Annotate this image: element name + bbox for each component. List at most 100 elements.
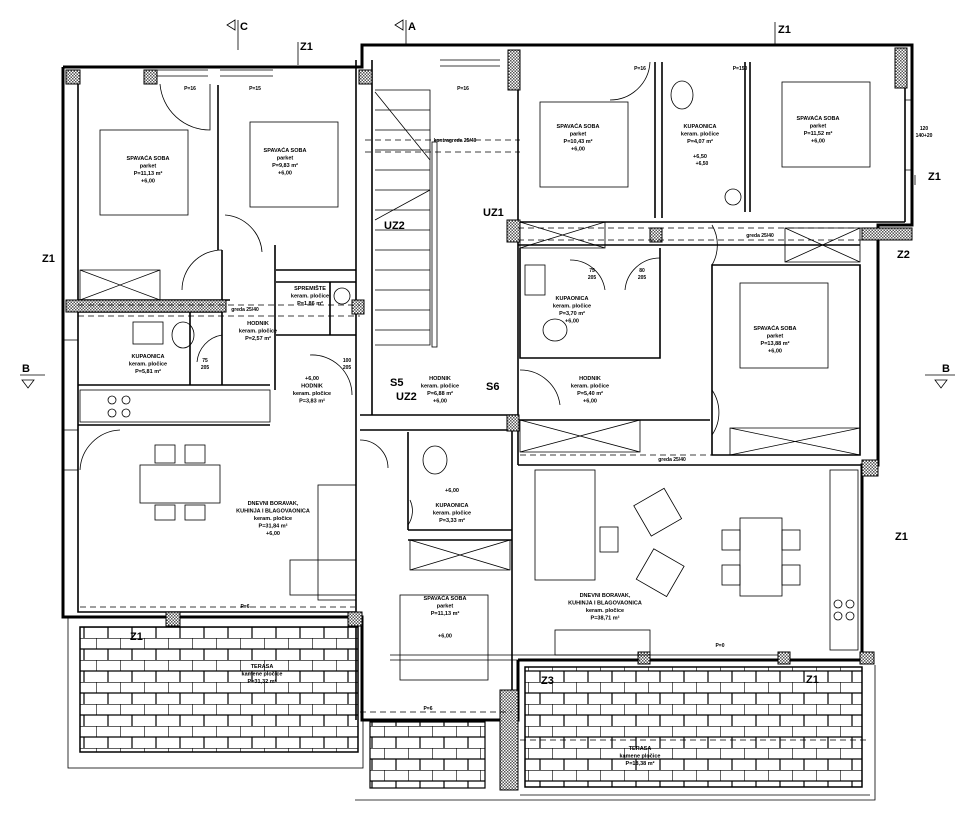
room-name: DNEVNI BORAVAK, — [580, 593, 631, 599]
room-name: SPAVAĆA SOBA — [127, 154, 170, 162]
z1-marker: Z1 — [928, 171, 941, 183]
room-detail: parket — [140, 164, 157, 170]
room-detail: keram. pločice — [291, 294, 329, 300]
exterior-walls — [61, 43, 914, 722]
room-detail: P=2,57 m² — [245, 335, 271, 342]
room-detail: P=6,88 m² — [427, 390, 453, 397]
z1-marker: Z1 — [130, 631, 143, 643]
door-height: 205 — [343, 365, 352, 371]
room-detail: keram. pločice — [421, 384, 459, 390]
room-detail: keram. pločice — [571, 384, 609, 390]
section-markers: C A B B Z1 Z1 Z1 Z1 Z1 Z1 Z1 UZ1 UZ2 UZ2… — [20, 19, 955, 687]
greda-note: greda 25/40 — [658, 457, 686, 463]
room-detail: +6,00 — [565, 319, 579, 325]
sill-note: P=16 — [457, 86, 469, 92]
section-c-label: C — [240, 21, 248, 33]
uz1-marker: UZ1 — [483, 207, 504, 219]
room-detail: kamene pločice — [620, 754, 661, 760]
greda-note: greda 25/40 — [231, 307, 259, 313]
room-name: SPAVAĆA SOBA — [264, 146, 307, 154]
room-detail: P=11,52 m² — [804, 130, 833, 137]
section-a-label: A — [408, 21, 416, 33]
greda-note: greda 25/40 — [746, 233, 774, 239]
z1-marker: Z1 — [300, 41, 313, 53]
room-detail: +6,00 — [278, 171, 292, 177]
room-detail: +6,00 — [433, 399, 447, 405]
sill-note: P=150 — [733, 66, 748, 72]
room-detail: +6,50 — [693, 154, 707, 160]
window-width: 120 — [920, 126, 929, 132]
room-detail: KUPAONICA — [436, 503, 469, 509]
room-detail: P=5,40 m² — [577, 390, 603, 397]
s6-marker: S6 — [486, 381, 499, 393]
room-name: TERASA — [629, 746, 652, 752]
room-detail: P=11,13 m² — [431, 610, 460, 617]
room-detail: P=3,83 m² — [299, 398, 325, 405]
sill-note: P=0 — [715, 643, 724, 649]
room-detail: P=3,70 m² — [559, 310, 585, 317]
z1-marker: Z1 — [42, 253, 55, 265]
elevation: +6,50 — [696, 161, 709, 167]
uz2-marker: UZ2 — [396, 391, 417, 403]
room-detail: keram. pločice — [586, 608, 624, 614]
room-detail: parket — [570, 132, 587, 138]
sill-note: P=16 — [184, 86, 196, 92]
room-detail: keram. pločice — [239, 329, 277, 335]
room-name: KUPAONICA — [684, 124, 717, 130]
terrace-left — [79, 626, 359, 753]
room-detail: P=5,81 m² — [135, 368, 161, 375]
room-detail: P=13,88 m² — [761, 340, 790, 347]
room-detail: P=4,07 m² — [687, 138, 713, 145]
room-detail: +6,00 — [571, 147, 585, 153]
room-detail: P=38,71 m² — [591, 615, 620, 622]
kontragreda-note: kontragreda 25/40 — [434, 138, 477, 144]
room-name: SPAVAĆA SOBA — [424, 594, 467, 602]
room-detail: P=11,13 m² — [134, 170, 163, 177]
room-detail: P=31,32 m² — [248, 678, 277, 685]
room-name: DNEVNI BORAVAK, — [248, 501, 299, 507]
columns — [65, 47, 913, 791]
s5-marker: S5 — [390, 377, 403, 389]
windows — [63, 59, 912, 661]
room-name: HODNIK — [247, 321, 269, 327]
room-detail: +6,00 — [583, 399, 597, 405]
room-detail: P=9,83 m² — [272, 162, 298, 169]
furniture — [79, 80, 859, 656]
section-b-right-label: B — [942, 363, 950, 375]
room-name: +6,00 — [305, 376, 319, 382]
door-height: 205 — [638, 275, 647, 281]
room-name: KUPAONICA — [556, 296, 589, 302]
room-name: SPAVAĆA SOBA — [557, 122, 600, 130]
z1-marker: Z1 — [806, 674, 819, 686]
door-height: 205 — [201, 365, 210, 371]
room-name: HODNIK — [429, 376, 451, 382]
staircase — [374, 89, 438, 348]
window-height: 140+20 — [916, 133, 933, 139]
room-detail: +6,00 — [768, 349, 782, 355]
room-detail: parket — [810, 124, 827, 130]
room-name: KUPAONICA — [132, 354, 165, 360]
room-name: SPAVAĆA SOBA — [797, 114, 840, 122]
room-detail: KUHINJA I BLAGOVAONICA — [568, 601, 642, 607]
room-name: TERASA — [251, 664, 274, 670]
room-label: DNEVNI BORAVAK, KUHINJA I BLAGOVAONICAker… — [568, 593, 642, 622]
room-detail: +6,00 — [438, 634, 452, 640]
door-width: 80 — [639, 268, 645, 274]
room-detail: P=10,43 m² — [564, 138, 593, 145]
room-detail: +6,00 — [266, 531, 280, 537]
room-detail: HODNIK — [301, 384, 323, 390]
sill-note: P=15 — [249, 86, 261, 92]
room-detail: kamene pločice — [242, 672, 283, 678]
